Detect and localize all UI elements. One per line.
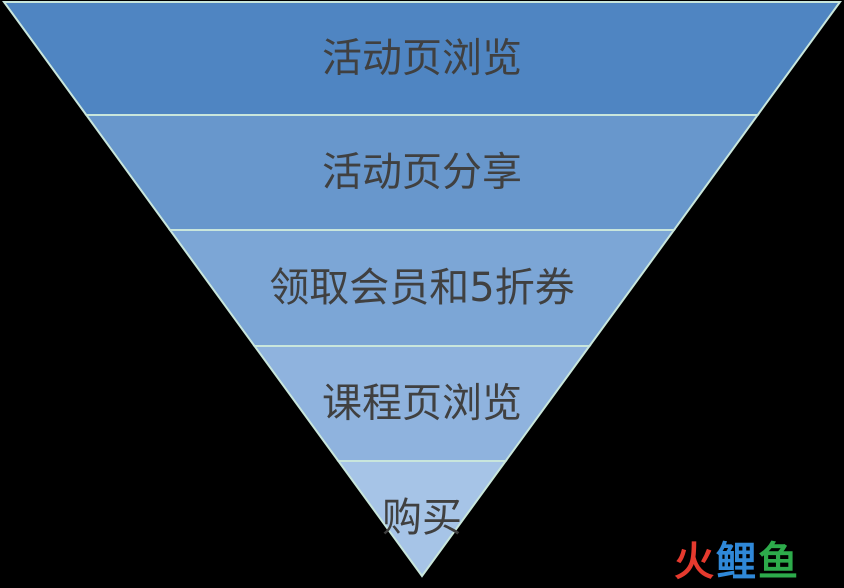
funnel-stage-label-5: 购买 [382,495,462,541]
funnel-stage-label-3: 领取会员和5折券 [269,265,574,311]
funnel-stage-label-4: 课程页浏览 [322,381,522,427]
funnel-stage-label-2: 活动页分享 [322,150,522,196]
watermark-char-2: 鲤 [716,539,758,585]
watermark-char-1: 火 [674,539,716,585]
funnel-stage-5 [336,460,508,578]
watermark-logo: 火鲤鱼 [674,540,800,584]
watermark-char-3: 鱼 [758,539,800,585]
funnel-stage-label-1: 活动页浏览 [322,36,522,82]
